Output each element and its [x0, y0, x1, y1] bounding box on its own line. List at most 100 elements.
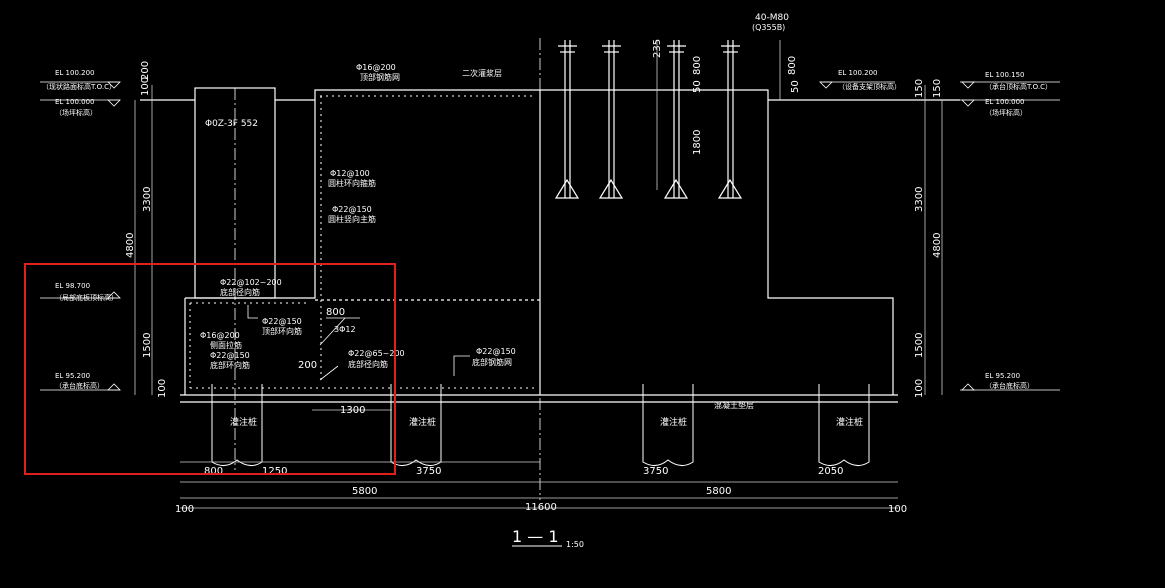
piles	[211, 384, 870, 466]
cushion-label: 混凝土垫层	[714, 400, 754, 410]
rebar-3-label: 3Φ12	[334, 325, 356, 334]
right-block-outline	[540, 89, 894, 395]
bolt-material: (Q355B)	[752, 23, 785, 32]
dim-3750-a: 3750	[416, 466, 441, 477]
anchor-bolts	[554, 40, 743, 199]
dim-100-bottom-left: 100	[175, 504, 194, 515]
svg-text:（场坪标高）: （场坪标高）	[55, 108, 97, 117]
rebar-vert-label: Φ22@150	[332, 205, 372, 214]
elevation-markers: EL 100.200 （现状路面标高T.O.C） EL 100.000 （场坪标…	[40, 69, 1060, 391]
dim-5800-a: 5800	[352, 486, 377, 497]
dim-100-right: 100	[914, 379, 925, 398]
rebar-step2-note: 顶部环向筋	[262, 326, 302, 336]
svg-text:（承台底标高）: （承台底标高）	[985, 381, 1034, 390]
dim-1800: 1800	[692, 130, 703, 155]
dim-50-b: 50	[790, 80, 801, 93]
elevation-left-bottom: EL 95.200 （承台底标高）	[40, 372, 121, 391]
dim-200-step: 200	[298, 360, 317, 371]
annotations: Φ0Z-3F 552 40-M80 (Q355B) 二次灌浆层 Φ16@200 …	[200, 13, 789, 410]
section-name: 1 — 1	[512, 527, 559, 546]
dim-800-b: 800	[787, 56, 798, 75]
dim-150-right: 150	[914, 79, 925, 98]
anchor-bolt	[554, 40, 580, 199]
svg-text:EL 98.700: EL 98.700	[55, 282, 90, 290]
pile-label: 灌注桩	[230, 416, 257, 428]
svg-text:EL 100.000: EL 100.000	[55, 98, 95, 106]
pile-labels: 灌注桩 灌注桩 灌注桩 灌注桩	[230, 416, 863, 428]
rebar-bottom-label: Φ22@150	[210, 351, 250, 360]
svg-text:EL 100.200: EL 100.200	[55, 69, 95, 77]
pillar-label: Φ0Z-3F 552	[205, 119, 258, 129]
rebar-top-label: Φ16@200	[356, 63, 396, 72]
dim-100-left: 100	[140, 77, 151, 96]
section-scale: 1:50	[566, 540, 584, 549]
elevation-mid-top: EL 100.200 （设备支架顶标高）	[819, 69, 901, 91]
rebar-step-note: 底部径向筋	[220, 287, 260, 297]
dimension-texts: 200 100 3300 4800 1500 100 150 150 3300 …	[125, 39, 943, 515]
dim-100-left-b: 100	[157, 379, 168, 398]
elevation-right-bottom: EL 95.200 （承台底标高）	[960, 372, 1060, 391]
dim-1500-right: 1500	[914, 333, 925, 358]
rebar-bot2-label: Φ22@65~200	[348, 349, 405, 358]
svg-text:（现状路面标高T.O.C）: （现状路面标高T.O.C）	[42, 82, 116, 91]
pile-label: 灌注桩	[660, 416, 687, 428]
dim-3300-right: 3300	[914, 187, 925, 212]
rebar-bot3-label: Φ22@150	[476, 347, 516, 356]
leader-lines	[247, 305, 470, 381]
dim-1500-left: 1500	[142, 333, 153, 358]
anchor-bolt	[663, 40, 689, 199]
rebar-vert-note: 圆柱竖向主筋	[328, 214, 376, 224]
pile	[390, 384, 442, 466]
pile	[211, 384, 263, 466]
dim-5800-b: 5800	[706, 486, 731, 497]
rebar-step-label: Φ22@102~200	[220, 278, 282, 287]
rebar-side-note: 侧面拉筋	[210, 340, 242, 350]
dim-1300: 1300	[340, 405, 365, 416]
rebar-ring-label: Φ12@100	[330, 169, 370, 178]
bolt-spec: 40-M80	[755, 13, 789, 23]
foundation-outline	[140, 87, 960, 403]
dim-200-left: 200	[140, 61, 151, 80]
anchor-bolt	[717, 40, 743, 199]
svg-text:（设备支架顶标高）: （设备支架顶标高）	[838, 82, 901, 91]
dim-2050: 2050	[818, 466, 843, 477]
svg-text:（承台底标高）: （承台底标高）	[55, 381, 104, 390]
svg-text:（承台顶标高T.O.C）: （承台顶标高T.O.C）	[985, 82, 1052, 91]
rebar-lines	[189, 95, 535, 389]
rebar-side-label: Φ16@200	[200, 331, 240, 340]
svg-text:EL 100.000: EL 100.000	[985, 98, 1025, 106]
dim-3300-left: 3300	[142, 187, 153, 212]
rebar-bot2-note: 底部径向筋	[348, 359, 388, 369]
dim-800-bottom: 800	[204, 466, 223, 477]
svg-text:EL 100.200: EL 100.200	[838, 69, 878, 77]
grout-label: 二次灌浆层	[462, 68, 502, 78]
elevation-right-top: EL 100.150 （承台顶标高T.O.C）	[960, 71, 1060, 91]
rebar-step2-label: Φ22@150	[262, 317, 302, 326]
dim-1250: 1250	[262, 466, 287, 477]
elevation-left-mid: EL 98.700 （局部底板顶标高）	[40, 282, 121, 302]
elevation-left-top: EL 100.200 （现状路面标高T.O.C）	[40, 69, 121, 91]
svg-text:EL 95.200: EL 95.200	[985, 372, 1020, 380]
anchor-bolt	[598, 40, 624, 199]
dim-4800-right: 4800	[932, 233, 943, 258]
dim-4800-left: 4800	[125, 233, 136, 258]
elevation-left-ground: EL 100.000 （场坪标高）	[40, 98, 121, 117]
left-block-outline	[185, 89, 541, 395]
dim-800-step: 800	[326, 307, 345, 318]
svg-text:EL 100.150: EL 100.150	[985, 71, 1025, 79]
section-title: 1 — 1 1:50	[512, 527, 584, 549]
pile	[642, 384, 694, 466]
pile-label: 灌注桩	[836, 416, 863, 428]
svg-text:（场坪标高）: （场坪标高）	[985, 108, 1027, 117]
rebar-top-note: 顶部钢筋网	[360, 72, 400, 82]
dim-800-a: 800	[692, 56, 703, 75]
elevation-right-ground: EL 100.000 （场坪标高）	[960, 98, 1060, 117]
dim-150-right-b: 150	[932, 79, 943, 98]
svg-text:（局部底板顶标高）: （局部底板顶标高）	[55, 293, 118, 302]
highlight-box[interactable]	[24, 263, 396, 475]
pile	[818, 384, 870, 466]
dimension-lines	[134, 40, 943, 509]
dim-235: 235	[652, 39, 663, 58]
